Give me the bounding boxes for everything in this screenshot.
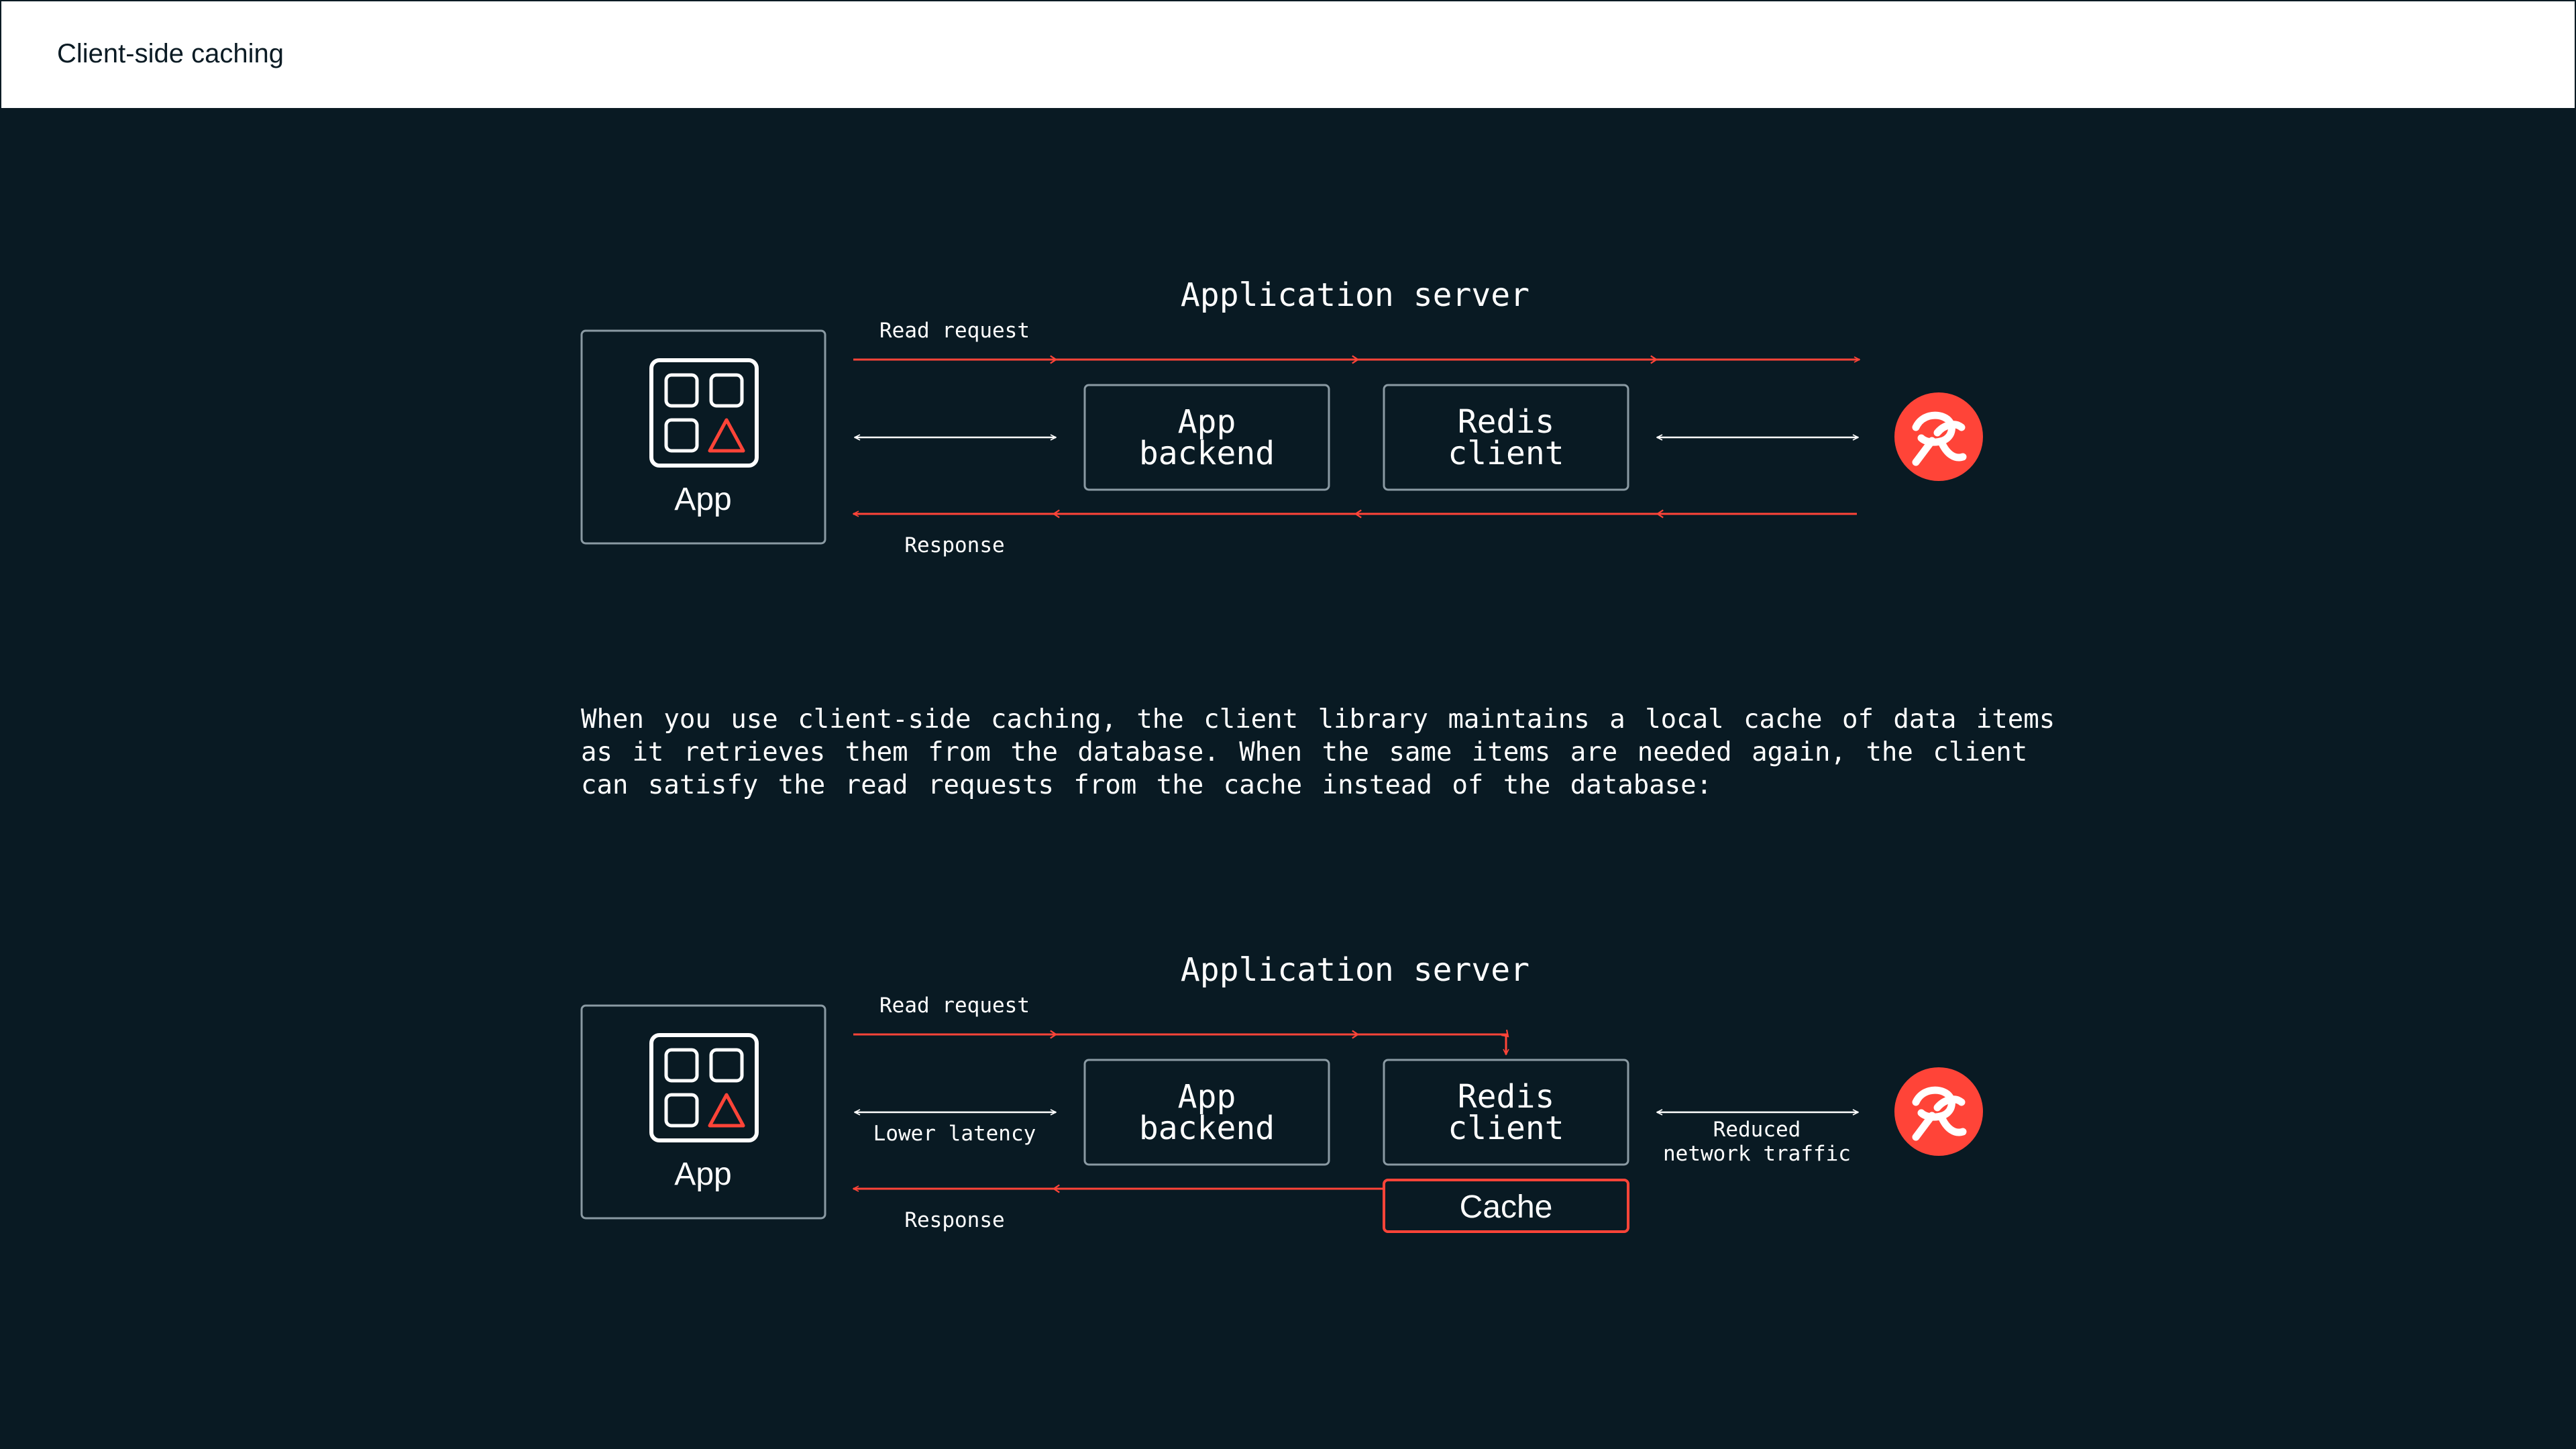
reduced-traffic-label-1: Reduced [1713, 1118, 1801, 1142]
read-request-label: Read request [879, 994, 1030, 1018]
app-box [580, 1004, 826, 1220]
read-request-label: Read request [879, 319, 1030, 343]
app-backend-label-2: backend [1139, 1110, 1275, 1147]
diagram-top-title: Application server [1181, 276, 1529, 314]
redis-client-label-2: client [1448, 435, 1564, 472]
cache-box [1383, 1179, 1629, 1233]
redis-client-label-1: Redis [1458, 1078, 1555, 1116]
app-grid-icon [649, 1033, 759, 1142]
app-backend-label-2: backend [1139, 435, 1275, 472]
response-label: Response [904, 533, 1004, 557]
redis-client-box [1383, 1059, 1629, 1166]
redis-logo-icon [1894, 392, 1983, 481]
diagram-top: Application server App Read request App … [580, 276, 1983, 557]
diagram-bottom-title: Application server [1181, 951, 1529, 989]
cache-label: Cache [1460, 1189, 1553, 1225]
response-label: Response [904, 1208, 1004, 1232]
page-title: Client-side caching [57, 39, 284, 68]
app-label: App [674, 1157, 731, 1192]
app-grid-icon [649, 358, 759, 468]
header-bar: Client-side caching [0, 0, 2576, 109]
app-label: App [674, 482, 731, 517]
redis-logo-icon [1894, 1067, 1983, 1156]
app-backend-label-1: App [1178, 403, 1236, 441]
app-backend-box [1083, 1059, 1330, 1166]
redis-client-box [1383, 384, 1629, 491]
description-text: When you use client-side caching, the cl… [581, 704, 2055, 800]
app-backend-label-1: App [1178, 1078, 1236, 1116]
app-box [580, 329, 826, 545]
lower-latency-label: Lower latency [873, 1122, 1036, 1146]
app-backend-box [1083, 384, 1330, 491]
reduced-traffic-label-2: network traffic [1663, 1142, 1851, 1166]
diagram-bottom: Application server App Read request Lowe… [580, 951, 1983, 1233]
read-request-arrow [853, 1034, 1506, 1055]
redis-client-label-1: Redis [1458, 403, 1555, 441]
redis-client-label-2: client [1448, 1110, 1564, 1147]
